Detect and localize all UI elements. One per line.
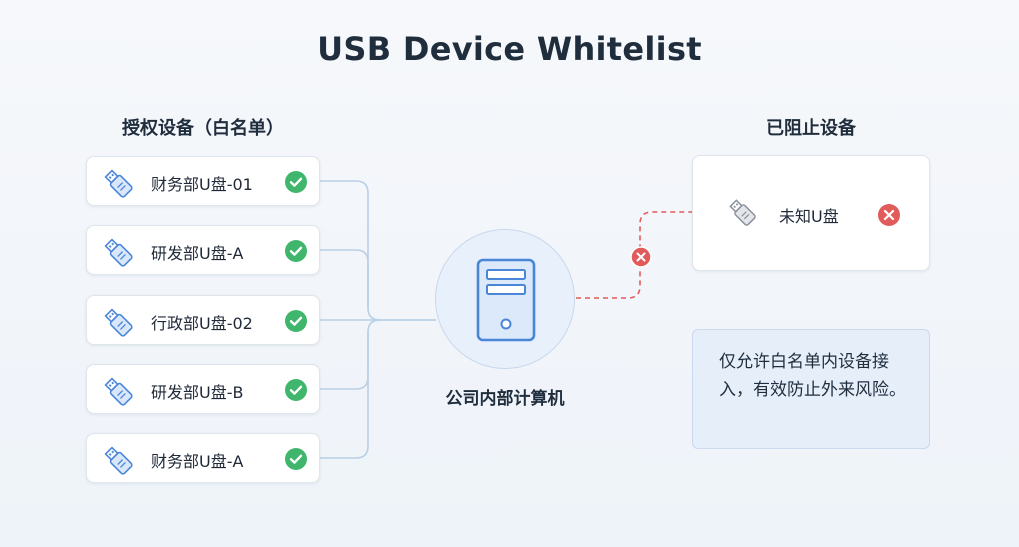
blocked-x-icon: [630, 246, 652, 268]
device-name: 研发部U盘-B: [151, 383, 244, 402]
connector-line-5: [320, 319, 381, 459]
blocked-device-card[interactable]: 未知U盘: [692, 155, 930, 271]
usb-drive-icon: [104, 238, 133, 267]
device-name: 行政部U盘-02: [151, 314, 253, 333]
usb-drive-icon: [104, 446, 133, 475]
authorized-device-card[interactable]: 行政部U盘-02: [86, 295, 320, 345]
authorized-device-card[interactable]: 财务部U盘-A: [86, 433, 320, 483]
usb-drive-icon: [104, 377, 133, 406]
device-name: 未知U盘: [779, 207, 839, 226]
check-circle-icon: [285, 310, 307, 332]
device-name: 财务部U盘-01: [151, 175, 253, 194]
x-circle-icon: [878, 204, 900, 226]
device-name: 财务部U盘-A: [151, 452, 244, 471]
blocked-section-title: 已阻止设备: [766, 118, 856, 139]
computer-tower-icon: [476, 258, 536, 342]
page-title: USB Device Whitelist: [317, 30, 702, 68]
authorized-device-card[interactable]: 研发部U盘-A: [86, 225, 320, 275]
authorized-section-title: 授权设备（白名单）: [122, 118, 284, 139]
check-circle-icon: [285, 171, 307, 193]
connector-line-4: [320, 332, 369, 390]
check-circle-icon: [285, 240, 307, 262]
connector-line-2: [320, 249, 369, 308]
authorized-device-card[interactable]: 研发部U盘-B: [86, 364, 320, 414]
usb-drive-icon: [729, 199, 756, 226]
info-note: 仅允许白名单内设备接入，有效防止外来风险。: [692, 329, 930, 449]
computer-hub: [435, 229, 575, 369]
usb-drive-icon: [104, 308, 133, 337]
check-circle-icon: [285, 379, 307, 401]
usb-drive-icon: [104, 169, 133, 198]
computer-label: 公司内部计算机: [445, 389, 565, 409]
device-name: 研发部U盘-A: [151, 244, 244, 263]
check-circle-icon: [285, 448, 307, 470]
authorized-device-card[interactable]: 财务部U盘-01: [86, 156, 320, 206]
